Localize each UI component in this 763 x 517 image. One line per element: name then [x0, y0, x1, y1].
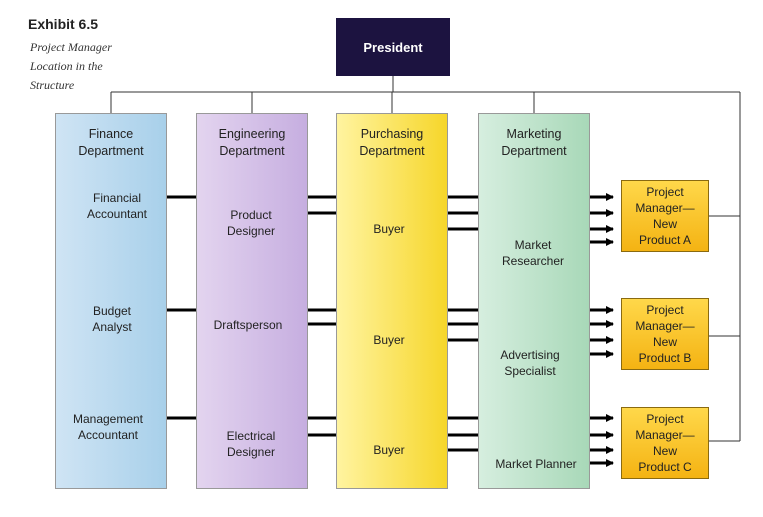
finance-department: Finance Department — [55, 113, 167, 489]
buyer-label-b: Buyer — [373, 333, 405, 347]
exhibit-subtitle: Project Manager Location in the Structur… — [30, 40, 112, 92]
project-manager-product-b: Project Manager— New Product B — [621, 298, 709, 370]
president-box: President — [336, 18, 450, 76]
financial-accountant-label: Financial Accountant — [86, 191, 148, 221]
product-designer-label: Product Designer — [226, 208, 276, 238]
finance-department-title: Finance Department — [78, 127, 144, 158]
marketing-department-title: Marketing Department — [501, 127, 567, 158]
exhibit-number: Exhibit 6.5 — [28, 16, 99, 32]
project-manager-product-c: Project Manager— New Product C — [621, 407, 709, 479]
advertising-specialist-label: Advertising Specialist — [500, 348, 560, 378]
draftsperson-label: Draftsperson — [213, 318, 283, 332]
marketing-department: Marketing Department — [478, 113, 590, 489]
purchasing-department: Purchasing Department — [336, 113, 448, 489]
electrical-designer-label: Electrical Designer — [226, 429, 276, 459]
purchasing-department-title: Purchasing Department — [359, 127, 425, 158]
management-accountant-label: Management Accountant — [72, 412, 144, 442]
budget-analyst-label: Budget Analyst — [92, 304, 132, 334]
market-planner-label: Market Planner — [495, 457, 577, 471]
buyer-label-a: Buyer — [373, 222, 405, 236]
engineering-department: Engineering Department — [196, 113, 308, 489]
market-researcher-label: Market Researcher — [501, 238, 565, 268]
buyer-label-c: Buyer — [373, 443, 405, 457]
engineering-department-title: Engineering Department — [218, 127, 286, 158]
project-manager-product-a: Project Manager— New Product A — [621, 180, 709, 252]
